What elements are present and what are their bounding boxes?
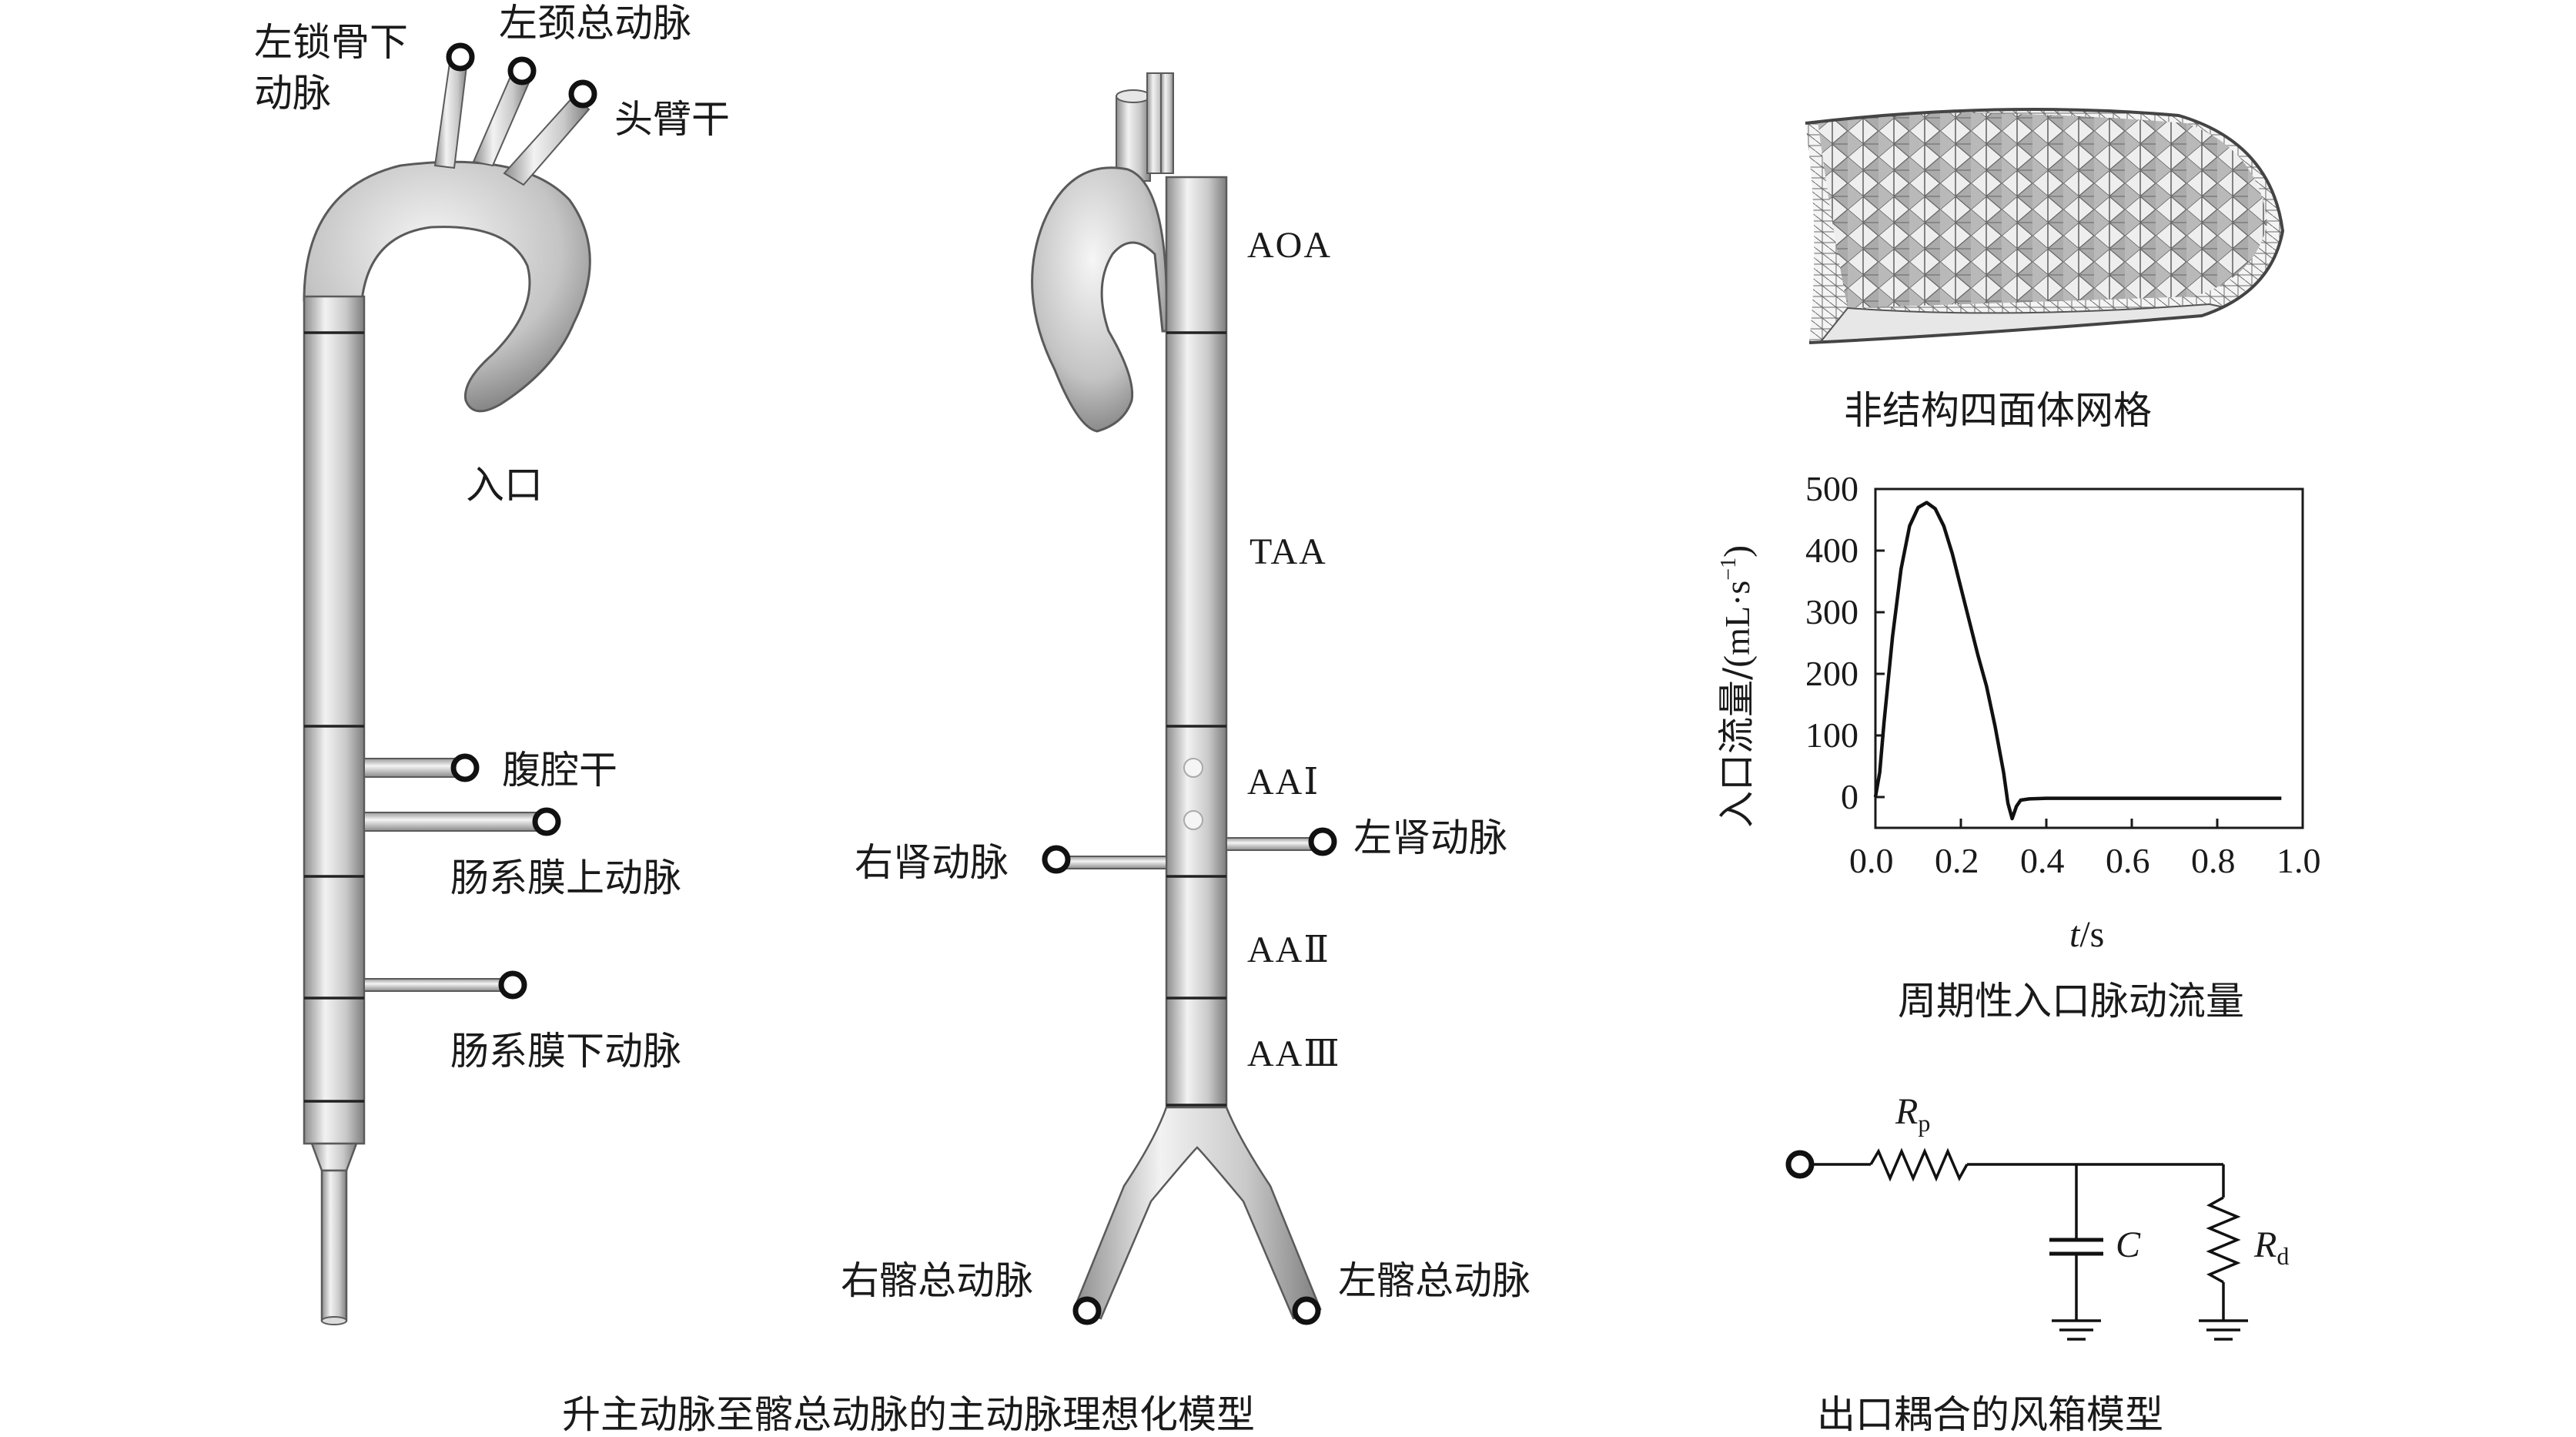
x-tick-label: 1.0 (2277, 841, 2321, 880)
chart-x-axis-label: t/s (2069, 916, 2104, 953)
middle-descending-aorta (1165, 176, 1228, 1110)
left-iliac-outlet-icon (1292, 1296, 1321, 1325)
segment-label-aa1: AAⅠ (1247, 762, 1320, 802)
rp-letter: R (1895, 1091, 1919, 1132)
flow-chart-caption: 周期性入口脉动流量 (1898, 979, 2244, 1023)
rd-subscript: d (2277, 1242, 2290, 1270)
right-renal-label: 右肾动脉 (855, 840, 1009, 885)
brachiocephalic-outlet-icon (568, 79, 597, 109)
left-aorta-tail (320, 1169, 348, 1322)
tetrahedral-mesh-image (1805, 108, 2285, 344)
y-tick-label: 300 (1805, 592, 1858, 631)
right-renal-outlet-icon (1042, 845, 1071, 874)
y-tick-label: 500 (1805, 469, 1858, 508)
left-aorta-taper (310, 1142, 358, 1172)
middle-aorta-model (1031, 72, 1337, 1325)
inlet-flow-chart (1873, 487, 2304, 829)
chart-y-axis-label: 入口流量/(mL·s−1) (1715, 544, 1758, 828)
left-renal-label: 左肾动脉 (1353, 816, 1507, 860)
left-carotid-label: 左颈总动脉 (499, 1, 691, 45)
y-axis-label-unit: mL·s (1718, 580, 1757, 655)
iliac-bifurcation (1072, 1106, 1322, 1320)
left-iliac-label: 左髂总动脉 (1338, 1258, 1531, 1303)
segment-label-aa3: AAⅢ (1247, 1033, 1341, 1074)
left-descending-aorta (303, 295, 366, 1145)
brachiocephalic-label: 头臂干 (614, 97, 730, 142)
distal-resistor (2206, 1196, 2241, 1284)
superior-mesenteric-label: 肠系膜上动脉 (450, 856, 681, 900)
rp-label: Rp (1895, 1091, 1930, 1136)
left-aorta-model (303, 42, 597, 1325)
left-upper-branches (433, 42, 597, 186)
flow-series-line (1873, 501, 2282, 821)
c-label: C (2116, 1224, 2141, 1265)
x-tick-label: 0.2 (1935, 841, 1979, 880)
middle-aortic-arch (1031, 166, 1168, 433)
celiac-outlet-icon (450, 753, 480, 782)
x-axis-label-unit: /s (2079, 914, 2105, 955)
chart-frame (1874, 487, 2304, 829)
y-axis-label-exponent: −1 (1717, 557, 1741, 581)
rd-letter: R (2254, 1224, 2277, 1265)
y-tick-label: 200 (1805, 654, 1858, 693)
segment-label-aoa: AOA (1247, 225, 1332, 266)
celiac-label: 腹腔干 (502, 748, 617, 792)
left-carotid-outlet-icon (507, 56, 537, 85)
left-subclavian-outlet-icon (446, 42, 475, 72)
inferior-mesenteric-label: 肠系膜下动脉 (450, 1029, 681, 1074)
segment-label-taa: TAA (1250, 531, 1327, 572)
y-axis-label-main: 入口流量/ (1715, 667, 1758, 828)
y-tick-label: 400 (1805, 531, 1858, 570)
superior-mesenteric-outlet-icon (532, 807, 561, 836)
x-axis-label-symbol: t (2069, 914, 2080, 955)
y-tick-label: 0 (1841, 777, 1858, 816)
rp-subscript: p (1918, 1109, 1931, 1137)
rd-label: Rd (2254, 1224, 2289, 1269)
x-tick-label: 0.8 (2191, 841, 2236, 880)
y-axis-label-open-paren: ( (1717, 655, 1758, 668)
left-side-branches (363, 753, 561, 1000)
inlet-label: 入口 (466, 463, 543, 507)
x-tick-label: 0.6 (2106, 841, 2150, 880)
y-axis-label-close-paren: ) (1717, 544, 1758, 558)
windkessel-inlet-icon (1785, 1150, 1815, 1179)
windkessel-circuit (1785, 1147, 2248, 1341)
x-tick-label: 0.4 (2020, 841, 2065, 880)
left-renal-outlet-icon (1308, 827, 1337, 856)
mesh-caption: 非结构四面体网格 (1844, 388, 2152, 433)
right-iliac-outlet-icon (1072, 1296, 1102, 1325)
y-tick-label: 100 (1805, 715, 1858, 755)
aorta-model-caption: 升主动脉至髂总动脉的主动脉理想化模型 (562, 1392, 1255, 1437)
right-iliac-label: 右髂总动脉 (841, 1258, 1033, 1303)
windkessel-caption: 出口耦合的风箱模型 (1817, 1392, 2163, 1437)
inferior-mesenteric-outlet-icon (498, 970, 527, 1000)
proximal-resistor (1869, 1147, 1969, 1182)
segment-label-aa2: AAⅡ (1247, 930, 1330, 970)
left-subclavian-label-line2: 动脉 (254, 71, 331, 116)
x-tick-label: 0.0 (1849, 841, 1894, 880)
left-subclavian-label-line1: 左锁骨下 (254, 20, 408, 65)
